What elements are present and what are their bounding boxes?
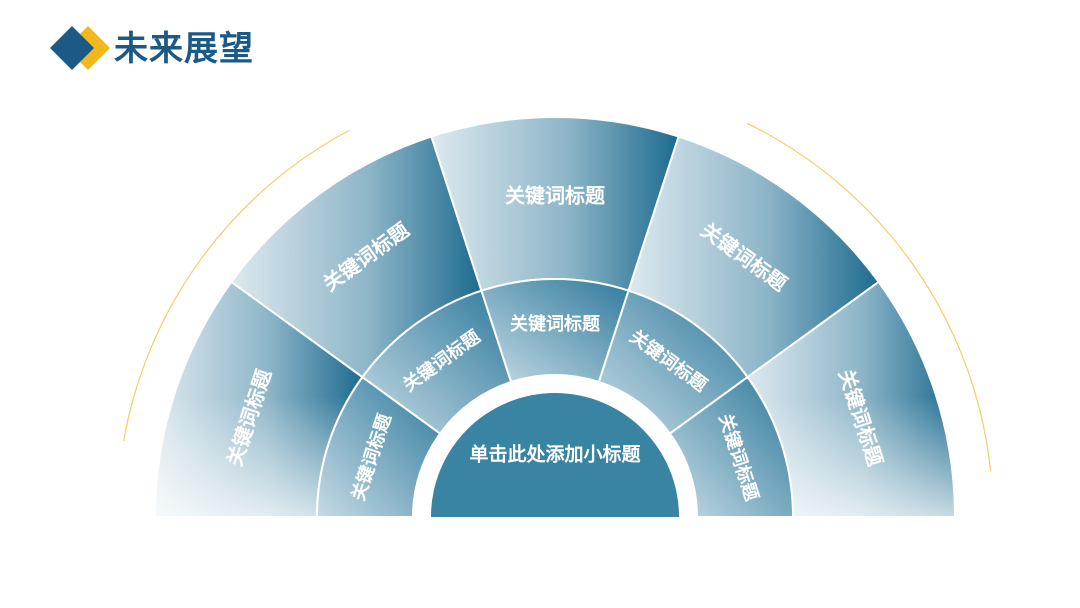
inner_ring-segment-4: 关键词标题 <box>597 289 749 435</box>
inner_ring-segment-5: 关键词标题 <box>668 375 795 518</box>
logo-diamond-icon <box>50 26 110 70</box>
page-title: 未来展望 <box>114 29 254 69</box>
center-group: 单击此处添加小标题 <box>431 393 679 517</box>
inner_ring-segment-2: 关键词标题 <box>361 289 513 435</box>
inner_ring-label: 关键词标题 <box>510 313 601 335</box>
outer_ring-label: 关键词标题 <box>505 184 606 208</box>
inner_ring-segment-shape <box>668 375 795 518</box>
center-half-disc <box>431 393 679 517</box>
center-label: 单击此处添加小标题 <box>469 443 640 466</box>
inner_ring-segment-3: 关键词标题 <box>480 278 630 384</box>
